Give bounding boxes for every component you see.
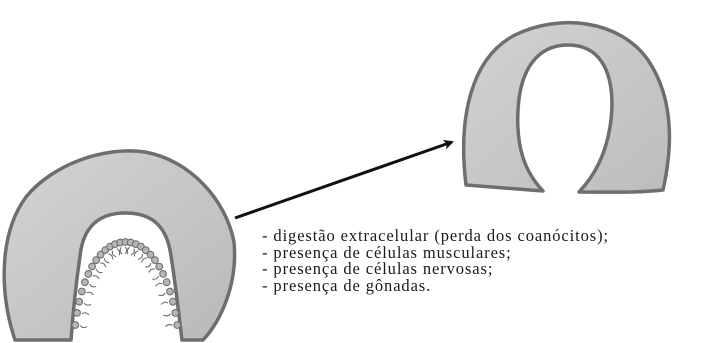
choanocyte-flagellum <box>124 246 128 255</box>
choanocyte-flagellum <box>95 268 103 274</box>
choanocyte-flagellum <box>119 247 123 255</box>
trait-list: - digestão extracelular (perda dos coanó… <box>262 226 609 295</box>
trait-item: - presença de células nervosas; <box>262 259 494 278</box>
choanocyte-cell <box>155 262 164 271</box>
choanocyte-cell <box>78 287 86 296</box>
trait-item: - digestão extracelular (perda dos coanó… <box>262 226 609 245</box>
choanocyte-flagellum <box>145 262 152 268</box>
choanocyte-cell <box>166 287 174 296</box>
choanocyte-cell <box>75 297 84 306</box>
choanocyte-flagellum <box>100 262 107 268</box>
choanocyte-cell <box>88 262 96 271</box>
choanocyte-flagellum <box>103 258 110 264</box>
choanocyte-flagellum <box>133 250 139 257</box>
choanocyte-flagellum <box>152 275 160 280</box>
choanocyte-cell <box>141 246 150 255</box>
choanocyte-cell <box>146 250 155 259</box>
choanocyte-flagellum <box>160 301 169 305</box>
choanocyte-flagellum <box>141 257 147 263</box>
choanocyte-cell <box>173 321 182 329</box>
choanocyte-cell <box>71 321 80 329</box>
choanocyte-cell <box>169 297 177 306</box>
sponge-body <box>2 149 237 342</box>
choanocyte-cell <box>162 278 171 287</box>
choanocyte-flagellum <box>92 275 100 280</box>
choanocyte-flagellum <box>83 302 92 306</box>
choanocyte-flagellum <box>148 268 155 273</box>
choanocyte-flagellum <box>86 291 94 296</box>
cnidarian-body-shape <box>461 20 672 194</box>
choanocyte-cell <box>84 270 93 278</box>
choanocyte-cell <box>92 256 101 265</box>
choanocyte-cell <box>171 309 180 317</box>
choanocyte-flagellum <box>89 283 97 288</box>
choanocyte-flagellum <box>81 312 90 316</box>
choanocyte-cell <box>73 309 81 317</box>
cnidarian-body <box>461 20 672 194</box>
choanocyte-flagellum <box>111 250 117 258</box>
choanocyte-cell <box>159 270 168 278</box>
choanocyte-cell <box>81 278 89 287</box>
choanocyte-flagellum <box>165 324 173 327</box>
choanocyte-cell <box>151 256 159 265</box>
choanocyte-cell <box>96 250 105 259</box>
choanocyte-flagellum <box>130 248 135 256</box>
choanocyte-flagellum <box>158 292 166 297</box>
choanocyte-layer <box>71 238 182 329</box>
choanocyte-flagellum <box>116 248 121 256</box>
evolution-arrow <box>234 139 454 220</box>
choanocyte-flagellum <box>137 253 144 260</box>
choanocyte-flagellum <box>108 253 114 260</box>
choanocyte-flagellum <box>79 325 88 329</box>
choanocyte-flagellum <box>126 246 130 255</box>
trait-item: - presença de células musculares; <box>262 242 512 262</box>
choanocyte-flagellum <box>155 283 163 287</box>
choanocyte-flagellum <box>163 313 171 317</box>
trait-item: - presença de gônadas. <box>262 275 432 295</box>
sponge-body-shape <box>2 149 237 342</box>
